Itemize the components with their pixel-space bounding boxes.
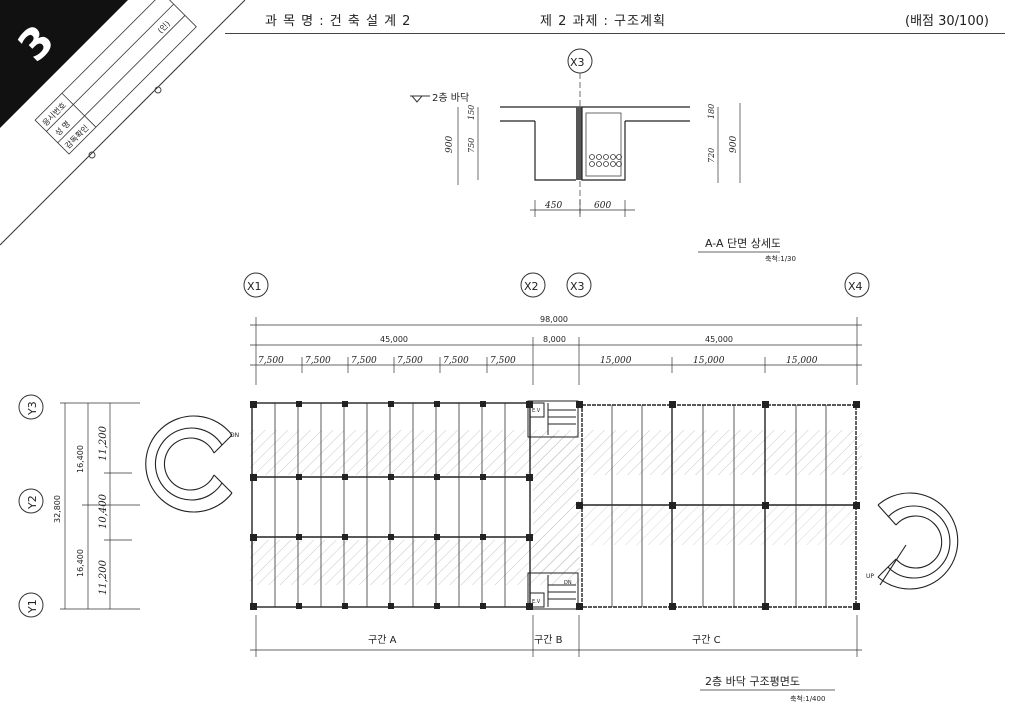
rebar-group bbox=[589, 154, 622, 167]
section-dim-720: 720 bbox=[707, 148, 716, 163]
grid-y2: Y2 bbox=[26, 495, 39, 510]
dim-left-lower: 16,400 bbox=[76, 549, 85, 577]
floor-plan: X1 X2 X3 X4 Y3 Y2 Y1 98,000 45,000 8,000… bbox=[18, 272, 959, 691]
section-detail: X3 2층 바닥 900 150 750 180 720 900 450 600… bbox=[410, 48, 780, 253]
zone-a-columns bbox=[250, 401, 533, 610]
dim-bay-a4: 7,500 bbox=[397, 356, 423, 366]
section-title: A-A 단면 상세도 bbox=[705, 237, 780, 250]
grid-y3: Y3 bbox=[26, 401, 39, 416]
corner-triangle bbox=[0, 0, 128, 128]
zone-a-beams bbox=[274, 403, 506, 607]
section-scale: 축척:1/30 bbox=[765, 255, 796, 263]
expansion-joint bbox=[576, 107, 582, 180]
grid-x4: X4 bbox=[848, 280, 863, 293]
section-dim-180: 180 bbox=[707, 104, 716, 119]
zone-c-columns bbox=[576, 401, 860, 610]
section-dim-600: 600 bbox=[594, 201, 611, 211]
plan-scale: 축척:1/400 bbox=[790, 695, 826, 703]
dim-left-bay2: 10,400 bbox=[98, 493, 109, 529]
assignment-title: 제 2 과제 : 구조계획 bbox=[540, 14, 666, 29]
dim-left-bay1: 11,200 bbox=[98, 425, 109, 461]
ramp-dn-label: DN bbox=[230, 432, 239, 439]
grid-x2: X2 bbox=[524, 280, 539, 293]
dim-bay-c3: 15,000 bbox=[786, 356, 818, 366]
plan-title: 2층 바닥 구조평면도 bbox=[705, 675, 800, 688]
dim-span-a: 45,000 bbox=[380, 335, 408, 344]
dim-left-bay3: 11,200 bbox=[98, 559, 109, 595]
dim-span-c: 45,000 bbox=[705, 335, 733, 344]
ramp-up-label: UP bbox=[866, 573, 874, 580]
section-grid-label: X3 bbox=[570, 56, 585, 69]
name-label: 성 명 bbox=[53, 118, 72, 137]
ramp-left bbox=[145, 415, 233, 513]
zone-c-label: 구간 C bbox=[692, 634, 721, 646]
section-dim-900-right: 900 bbox=[729, 136, 739, 153]
section-dim-900-left: 900 bbox=[445, 136, 455, 153]
corner-stamp: 3 응시번호 성 명 감독확인 (인) bbox=[0, 0, 246, 246]
section-dim-750: 750 bbox=[467, 138, 476, 153]
dim-bay-c1: 15,000 bbox=[600, 356, 632, 366]
dim-bay-a1: 7,500 bbox=[258, 356, 284, 366]
dim-bay-a5: 7,500 bbox=[443, 356, 469, 366]
zone-b-label: 구간 B bbox=[534, 634, 563, 646]
ramp-right bbox=[877, 492, 959, 590]
floor-label: 2층 바닥 bbox=[432, 92, 469, 104]
section-dim-150: 150 bbox=[467, 105, 476, 120]
core-dn-label: DN bbox=[564, 580, 572, 586]
dim-bay-a2: 7,500 bbox=[305, 356, 331, 366]
dim-left-total: 32,800 bbox=[53, 495, 62, 523]
header-rule bbox=[225, 33, 1005, 34]
ev-bottom-label: E.V bbox=[532, 599, 541, 605]
dim-bay-a6: 7,500 bbox=[490, 356, 516, 366]
seal-label: (인) bbox=[155, 19, 172, 36]
score-label: (배점 30/100) bbox=[905, 14, 989, 29]
dim-left-upper: 16,400 bbox=[76, 445, 85, 473]
grid-x3: X3 bbox=[570, 280, 585, 293]
zone-a-label: 구간 A bbox=[368, 634, 397, 646]
course-title: 과 목 명 : 건 축 설 계 2 bbox=[265, 14, 412, 29]
zone-b-cores bbox=[527, 400, 579, 610]
section-dim-450: 450 bbox=[544, 201, 562, 211]
dim-overall: 98,000 bbox=[540, 315, 568, 324]
zone-c-beams bbox=[611, 405, 827, 607]
grid-x1: X1 bbox=[247, 280, 262, 293]
dim-bay-a3: 7,500 bbox=[351, 356, 377, 366]
grid-y1: Y1 bbox=[26, 599, 39, 614]
dim-span-b: 8,000 bbox=[543, 335, 566, 344]
dim-bay-c2: 15,000 bbox=[693, 356, 725, 366]
ev-top-label: E.V bbox=[532, 408, 541, 414]
